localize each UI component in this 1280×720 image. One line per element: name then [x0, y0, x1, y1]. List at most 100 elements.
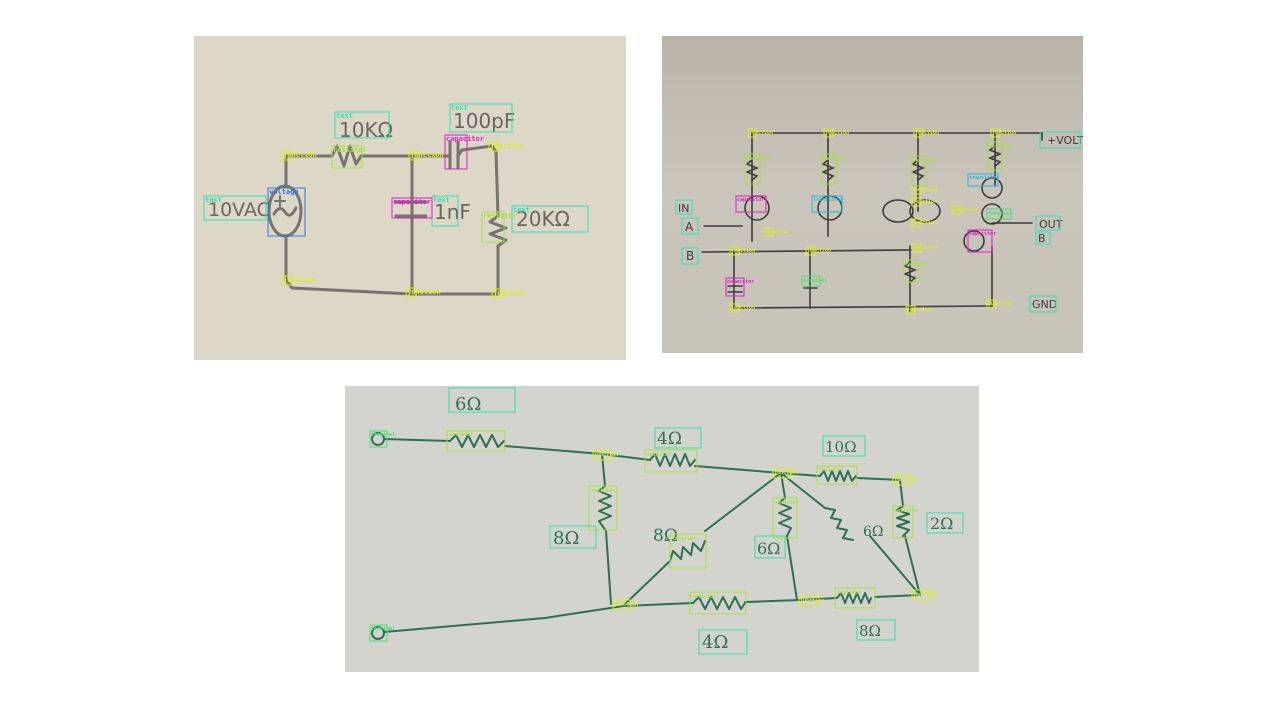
junction-box: [913, 128, 924, 138]
resistor-box: [892, 505, 914, 539]
junction-box: [729, 246, 740, 256]
resistor-label: 8Ω: [553, 528, 579, 549]
capacitor-box: [967, 229, 993, 253]
resistor-box: [588, 485, 618, 531]
output-b-label: B: [1038, 232, 1046, 245]
resistor-symbol: [488, 214, 508, 248]
junction-tag: junction: [774, 469, 798, 476]
wire: [780, 472, 786, 499]
resistor-tag: resistor: [747, 156, 771, 162]
capacitor-symbol: [442, 140, 464, 170]
text-box: [681, 217, 699, 235]
text-box: [754, 535, 786, 559]
text-box: [1035, 231, 1051, 245]
junction-box: [986, 299, 997, 309]
resistor-box: [772, 497, 798, 539]
junction-tag: junction: [913, 591, 937, 598]
wire: [494, 150, 500, 218]
junction-box: [488, 141, 500, 152]
ground-label: GND: [1032, 298, 1057, 311]
junction-tag: junction: [614, 601, 638, 608]
junction-box: [408, 150, 420, 161]
junction-box: [990, 128, 1001, 138]
resistor-label: 6Ω: [863, 524, 884, 540]
circuit-drawing-1: 10KΩ 100pF 10VAC 1nF 20KΩ junction junct…: [203, 103, 589, 299]
junction-tag: junction: [894, 476, 918, 483]
supply-label: +VOLTS: [1047, 134, 1083, 147]
voltage-box: [267, 187, 306, 237]
terminal-tag: terminal: [988, 211, 1012, 217]
junction-box: [805, 246, 816, 256]
source-label: 10VAC: [208, 199, 270, 221]
transistor-symbol: [981, 177, 1003, 199]
resistor-tag: resistor: [483, 212, 517, 220]
capacitor-tag: capacitor: [446, 135, 484, 143]
resistor-tag: resistor: [837, 590, 861, 596]
resistor-box: [689, 591, 747, 615]
terminal-box: [369, 430, 388, 448]
resistor-label: 8Ω: [653, 526, 678, 546]
wire: [460, 144, 498, 154]
junction-box: [281, 150, 293, 161]
resistor-symbol: [330, 144, 363, 168]
resistor-tag: resistor: [591, 488, 615, 494]
capacitor-symbol: [727, 285, 743, 293]
junction-box: [592, 449, 612, 461]
resistor-tag: resistor: [647, 452, 671, 458]
junction-tag: junction: [913, 186, 937, 193]
text-tag: text: [513, 206, 530, 214]
resistor-tag: resistor: [449, 432, 473, 438]
capacitor-label: 100pF: [453, 109, 515, 133]
input-label: IN: [678, 202, 689, 215]
transistor-box: [967, 173, 999, 187]
junction-box: [905, 305, 916, 315]
junction-tag: junction: [992, 129, 1016, 136]
text-tag: text: [451, 104, 468, 112]
transistor-symbol: [963, 230, 985, 252]
junction-tag: junction: [807, 247, 831, 254]
wire: [869, 535, 921, 596]
junction-tag: junction: [953, 206, 977, 213]
resistor-symbol: [987, 145, 1003, 167]
junction-tag: junction: [913, 244, 937, 251]
transistor-tag: transistor: [969, 175, 999, 181]
capacitor-box: [725, 277, 745, 297]
junction-box: [772, 467, 792, 479]
plus-mark: [274, 195, 286, 207]
junction-box: [612, 599, 632, 611]
text-box: [334, 111, 390, 139]
transistor-tag: transistor: [813, 197, 843, 203]
resistor-tag: resistor: [775, 500, 799, 506]
resistor-tag: resistor: [913, 158, 937, 164]
resistor-box: [834, 587, 876, 609]
resistor-box: [911, 155, 927, 187]
capacitor-box: [391, 197, 433, 219]
resistor-label: 4Ω: [657, 429, 682, 449]
text-tag: text: [433, 196, 450, 204]
terminal-tag: terminal: [371, 432, 395, 438]
junction-tag: junction: [283, 151, 317, 159]
junction-tag: junction: [731, 247, 755, 254]
resistor-box: [669, 533, 707, 569]
resistor-symbol: [824, 507, 854, 541]
resistor-box: [481, 211, 505, 243]
capacitor-tag: capacitor: [727, 279, 754, 285]
output-label: OUT: [1039, 218, 1063, 231]
resistor-label: 2Ω: [930, 514, 953, 533]
resistor-symbol: [902, 261, 918, 283]
junction-tag: junction: [765, 228, 789, 235]
wire: [605, 530, 612, 605]
resistor-label: 6Ω: [455, 394, 481, 415]
resistor-symbol: [820, 159, 836, 181]
junction-box: [951, 205, 962, 215]
wire: [694, 465, 821, 477]
junction-box: [405, 287, 417, 298]
junction-tag: junction: [800, 597, 824, 604]
junction-box: [747, 128, 758, 138]
junction-tag: junction: [913, 198, 937, 205]
resistor-symbol: [836, 592, 872, 604]
junction-tag: junction: [915, 129, 939, 136]
transistor-box: [811, 195, 843, 213]
terminal-box: [369, 624, 388, 642]
wire: [856, 477, 904, 507]
